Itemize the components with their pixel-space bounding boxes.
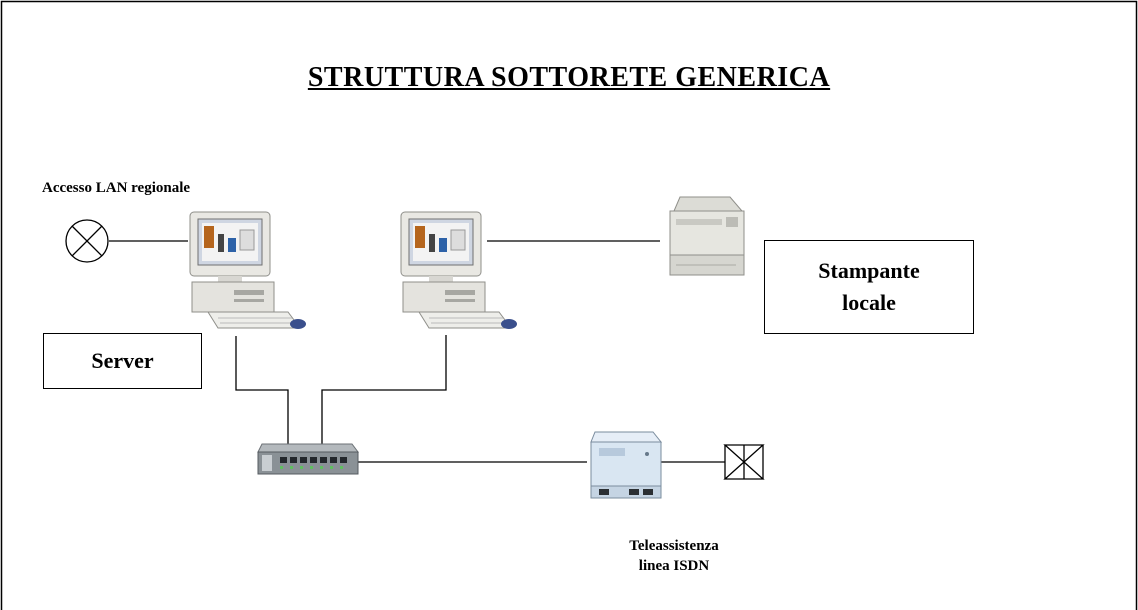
printer-label-box: Stampante locale (764, 240, 974, 334)
printer-label-line2: locale (842, 290, 896, 315)
isdn-modem-icon (590, 431, 663, 499)
teleassistance-label-line1: Teleassistenza (629, 538, 719, 554)
network-links (109, 240, 725, 463)
server-label: Server (91, 348, 154, 373)
crossed-circle-icon (65, 219, 109, 263)
bowtie-terminal-icon (723, 444, 765, 480)
server-label-box: Server (43, 333, 202, 389)
link-server-switch (235, 336, 289, 444)
laser-printer-icon (669, 196, 745, 276)
link-ws-switch (321, 335, 447, 444)
diagram-title: STRUTTURA SOTTORETE GENERICA (307, 62, 831, 93)
lan-access-label: Accesso LAN regionale (42, 180, 191, 196)
desktop-computer-icon (400, 211, 517, 329)
desktop-computer-icon (189, 211, 306, 329)
teleassistance-label: Teleassistenza linea ISDN (590, 536, 758, 576)
teleassistance-label-line2: linea ISDN (638, 558, 710, 574)
printer-label-line1: Stampante (818, 258, 920, 283)
network-switch-icon (257, 443, 359, 475)
